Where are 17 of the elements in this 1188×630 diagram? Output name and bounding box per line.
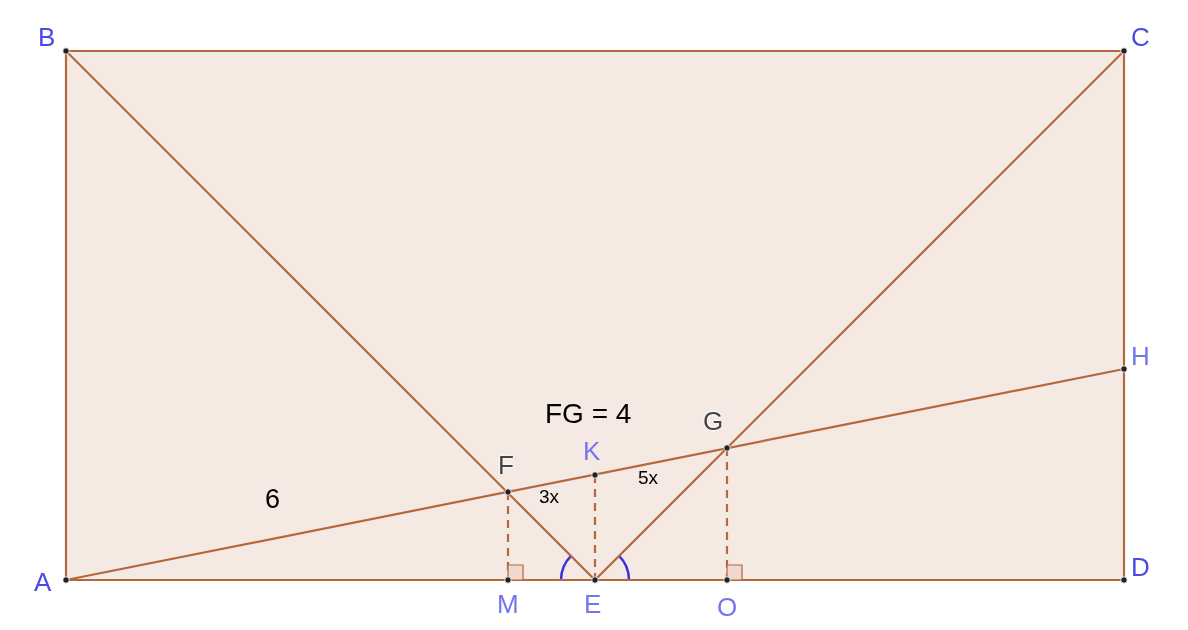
point-label: F	[498, 452, 514, 478]
point-label: G	[703, 408, 724, 434]
point-label: M	[497, 591, 519, 617]
point-label: E	[584, 591, 602, 617]
point-label: H	[1131, 343, 1150, 369]
point-label: A	[34, 569, 52, 595]
point-label: D	[1131, 554, 1150, 580]
measure-label: 3x	[539, 486, 560, 508]
point-label: B	[38, 24, 56, 50]
point-label: K	[583, 438, 601, 464]
measure-label: FG = 4	[545, 398, 632, 430]
point-label: C	[1131, 24, 1150, 50]
measure-label: 5x	[638, 467, 659, 489]
segment-line	[594, 50, 1125, 581]
segment-line	[65, 50, 596, 581]
point-label: O	[717, 594, 738, 620]
measure-label: 6	[265, 484, 281, 515]
